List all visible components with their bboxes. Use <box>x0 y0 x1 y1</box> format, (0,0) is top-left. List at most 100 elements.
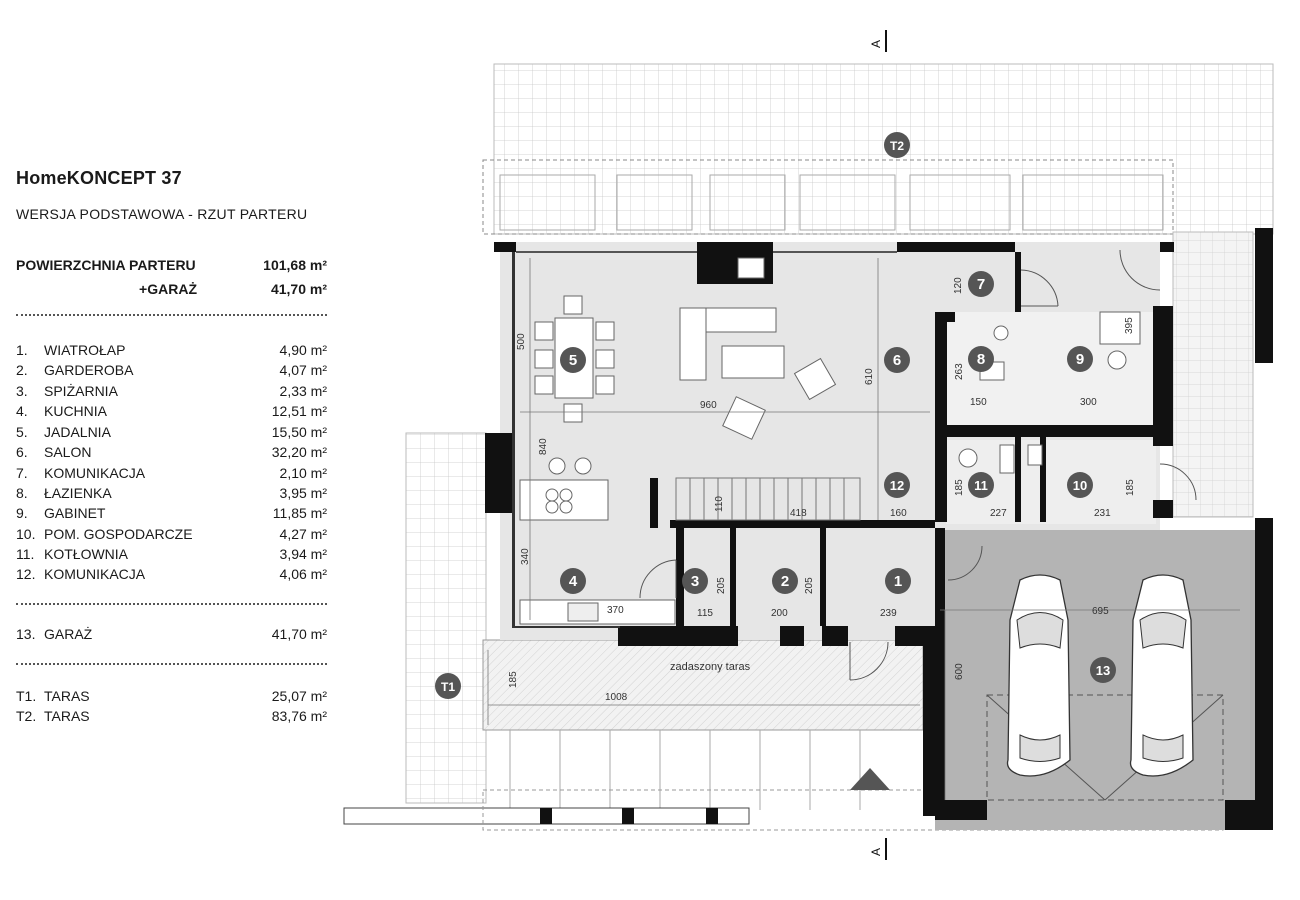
legend-panel: HomeKONCEPT 37 WERSJA PODSTAWOWA - RZUT … <box>16 0 331 900</box>
room-number: 4. <box>16 403 28 419</box>
room-number: 6. <box>16 444 28 460</box>
room-area: 4,07 m² <box>279 362 327 378</box>
section-label: A <box>869 40 883 48</box>
post <box>622 808 634 824</box>
dimension-label: 1008 <box>605 692 628 703</box>
project-title: HomeKONCEPT 37 <box>16 168 182 188</box>
svg-text:5: 5 <box>569 352 577 369</box>
ground-floor-area-row: POWIERZCHNIA PARTERU 101,68 m² <box>16 257 327 277</box>
side-terrace <box>1172 231 1254 518</box>
terrace-tag: T1 <box>435 673 461 699</box>
room-name: ŁAZIENKA <box>44 485 112 501</box>
svg-text:2: 2 <box>781 573 789 590</box>
room-name: WIATROŁAP <box>44 342 126 358</box>
dimension-label: 185 <box>508 671 519 688</box>
terrace-t1 <box>405 432 487 804</box>
room-tag: 8 <box>968 346 994 372</box>
room-area: 11,85 m² <box>272 505 327 521</box>
front-steps <box>509 730 861 810</box>
dimension-label: 205 <box>716 577 727 594</box>
room-name: KOTŁOWNIA <box>44 546 129 562</box>
dimension-label: 115 <box>697 608 713 619</box>
room-tag: 5 <box>560 347 586 373</box>
terrace-number: T1. <box>16 688 37 704</box>
terrace-name: TARAS <box>44 688 90 704</box>
room-number: 13. <box>16 626 36 642</box>
room-name: SPIŻARNIA <box>44 383 118 399</box>
terrace-area: 25,07 m² <box>271 688 327 704</box>
dimension-label: 231 <box>1094 508 1111 519</box>
svg-text:1: 1 <box>894 573 902 590</box>
garage-area-value: 41,70 m² <box>270 281 327 297</box>
room-tag: 2 <box>772 568 798 594</box>
room-area: 3,95 m² <box>279 485 327 501</box>
covered-terrace <box>482 639 924 731</box>
section-marker-bottom: A <box>869 838 887 860</box>
room-row: 12. KOMUNIKACJA 4,06 m² <box>16 566 327 586</box>
room-tag: 7 <box>968 271 994 297</box>
room-area: 41,70 m² <box>271 626 327 642</box>
room-area: 4,90 m² <box>279 342 327 358</box>
room-tag: 11 <box>968 472 994 498</box>
dimension-label: 500 <box>516 333 527 350</box>
separator <box>16 603 327 605</box>
svg-text:3: 3 <box>691 573 699 590</box>
room-name: KOMUNIKACJA <box>44 566 146 582</box>
room-tag: 10 <box>1067 472 1093 498</box>
terrace-tag: T2 <box>884 132 910 158</box>
room-row: 8. ŁAZIENKA 3,95 m² <box>16 485 327 505</box>
svg-text:8: 8 <box>977 351 985 368</box>
dimension-label: 340 <box>520 548 531 565</box>
separator <box>16 663 327 665</box>
door-swings <box>639 249 1197 681</box>
room-tag: 6 <box>884 347 910 373</box>
dimension-label: 160 <box>890 508 907 519</box>
pergola-outline <box>482 159 1174 235</box>
room-name: GARAŻ <box>44 626 93 642</box>
garage-area-row: +GARAŻ 41,70 m² <box>16 281 327 301</box>
room-tag: 4 <box>560 568 586 594</box>
staircase <box>675 477 861 521</box>
room-tag: 1 <box>885 568 911 594</box>
room-number: 12. <box>16 566 36 582</box>
garage-area-label: +GARAŻ <box>139 281 197 297</box>
room-tag: 9 <box>1067 346 1093 372</box>
dimension-label: 840 <box>538 438 549 455</box>
walls <box>485 228 1273 830</box>
room-area: 15,50 m² <box>271 424 327 440</box>
dimension-label: 960 <box>700 400 717 411</box>
svg-text:4: 4 <box>569 573 578 590</box>
dimension-label: 370 <box>607 605 624 616</box>
project-subtitle: WERSJA PODSTAWOWA - RZUT PARTERU <box>16 206 308 222</box>
room-area: 4,27 m² <box>279 526 327 542</box>
dimension-label: 150 <box>970 397 987 408</box>
room-area: 4,06 m² <box>279 566 327 582</box>
room-name: SALON <box>44 444 92 460</box>
dimension-label: 610 <box>864 368 875 385</box>
ground-floor-area-value: 101,68 m² <box>263 257 327 273</box>
svg-text:12: 12 <box>890 478 904 493</box>
fireplace-icon <box>737 257 765 279</box>
sink-icon <box>567 602 599 622</box>
room-name: JADALNIA <box>44 424 111 440</box>
room-number: 8. <box>16 485 28 501</box>
dimension-label: 300 <box>1080 397 1097 408</box>
car-right-icon <box>1129 574 1194 777</box>
room-number: 2. <box>16 362 28 378</box>
room-number: 5. <box>16 424 28 440</box>
room-name: POM. GOSPODARCZE <box>44 526 193 542</box>
terrace-row: T1. TARAS 25,07 m² <box>16 688 327 708</box>
room-area: 2,33 m² <box>279 383 327 399</box>
dimension-label: 205 <box>804 577 815 594</box>
garage-row: 13. GARAŻ 41,70 m² <box>16 626 327 646</box>
svg-text:13: 13 <box>1096 663 1110 678</box>
